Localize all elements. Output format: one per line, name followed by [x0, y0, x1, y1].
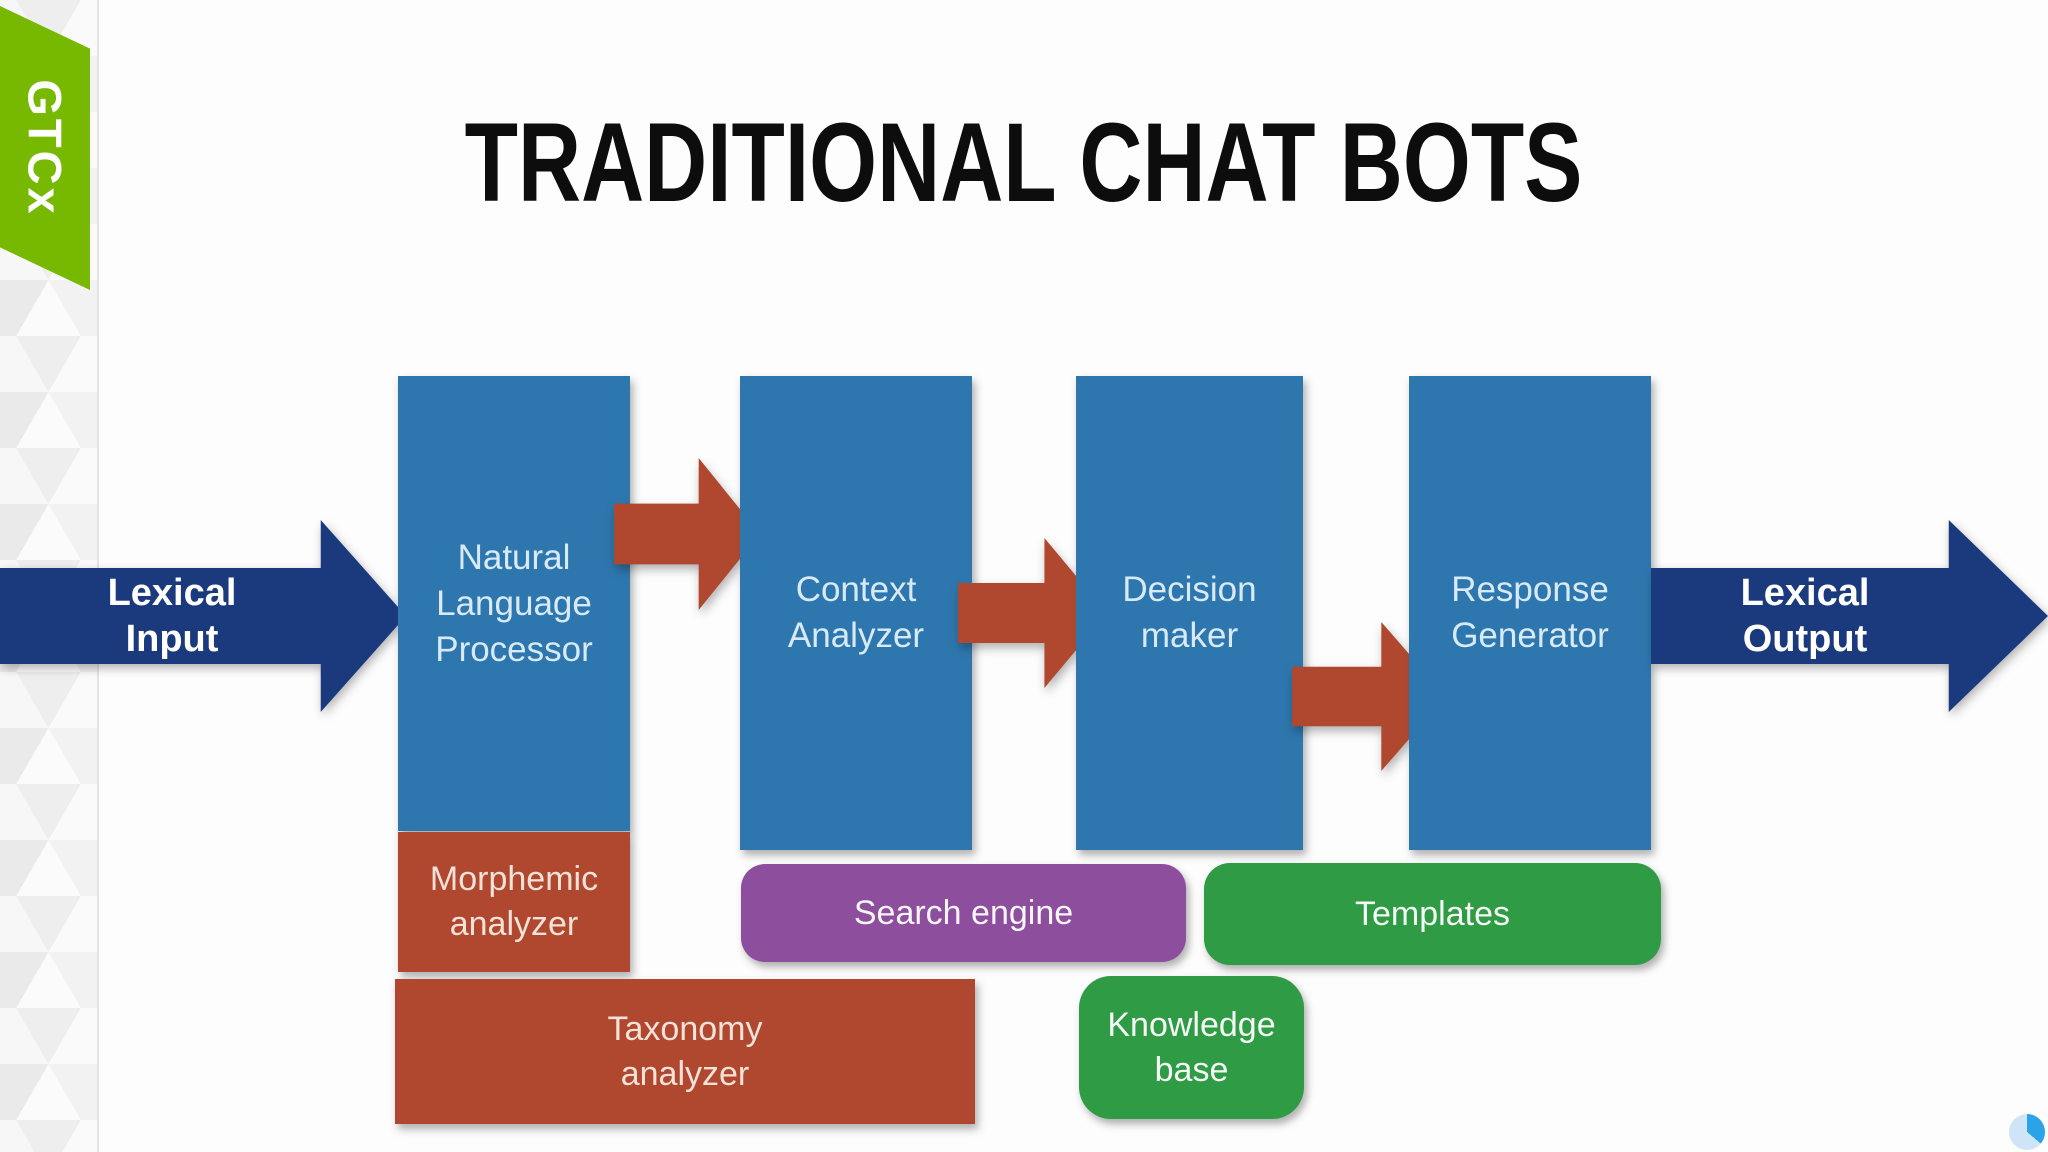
morphemic-line2: analyzer: [449, 905, 579, 943]
stage-response-line2: Generator: [1451, 616, 1609, 655]
stage-natural-language-processor: Natural Language Processor: [398, 376, 630, 831]
lexical-input-label: Lexical Input: [22, 570, 322, 662]
lexical-output-line2: Output: [1742, 618, 1868, 660]
module-taxonomy-analyzer: Taxonomy analyzer: [395, 979, 975, 1124]
lexical-input-line1: Lexical: [107, 572, 237, 614]
stage-response-line1: Response: [1451, 570, 1609, 609]
stage-decision-maker: Decision maker: [1076, 376, 1303, 850]
stage-response-generator: Response Generator: [1409, 376, 1651, 850]
connector-arrow-1-shape: [614, 458, 760, 610]
lexical-output-line1: Lexical: [1740, 572, 1870, 614]
stage-nlp-line3: Processor: [435, 629, 593, 669]
knowledge-base-line2: base: [1154, 1050, 1229, 1089]
lexical-output-arrow: Lexical Output: [1651, 520, 2048, 712]
morphemic-line1: Morphemic: [429, 860, 599, 898]
taxonomy-line1: Taxonomy: [607, 1009, 763, 1048]
lexical-output-label: Lexical Output: [1655, 570, 1955, 662]
templates-label: Templates: [1355, 894, 1510, 933]
stage-context-line2: Analyzer: [787, 616, 925, 655]
module-search-engine: Search engine: [741, 864, 1186, 962]
slide-title: TRADITIONAL CHAT BOTS: [0, 98, 2048, 227]
search-engine-label: Search engine: [853, 893, 1074, 932]
stage-nlp-line2: Language: [436, 583, 592, 623]
slide-title-text: TRADITIONAL CHAT BOTS: [465, 100, 1583, 225]
lexical-input-line2: Input: [125, 618, 219, 660]
stage-context-line1: Context: [795, 570, 917, 609]
stage-decision-line2: maker: [1140, 616, 1239, 655]
stage-nlp-line1: Natural: [457, 537, 571, 577]
lexical-input-arrow: Lexical Input: [0, 520, 406, 712]
module-knowledge-base: Knowledge base: [1079, 976, 1304, 1119]
gtcx-logo: GTCx: [0, 6, 90, 290]
pie-progress-icon: [2009, 1114, 2045, 1150]
stage-decision-line1: Decision: [1122, 570, 1257, 609]
module-morphemic-analyzer: Morphemic analyzer: [398, 832, 630, 972]
knowledge-base-line1: Knowledge: [1107, 1005, 1276, 1044]
connector-arrow-1: [614, 458, 760, 610]
stage-context-analyzer: Context Analyzer: [740, 376, 972, 850]
taxonomy-line2: analyzer: [620, 1054, 750, 1093]
module-templates: Templates: [1204, 863, 1661, 965]
